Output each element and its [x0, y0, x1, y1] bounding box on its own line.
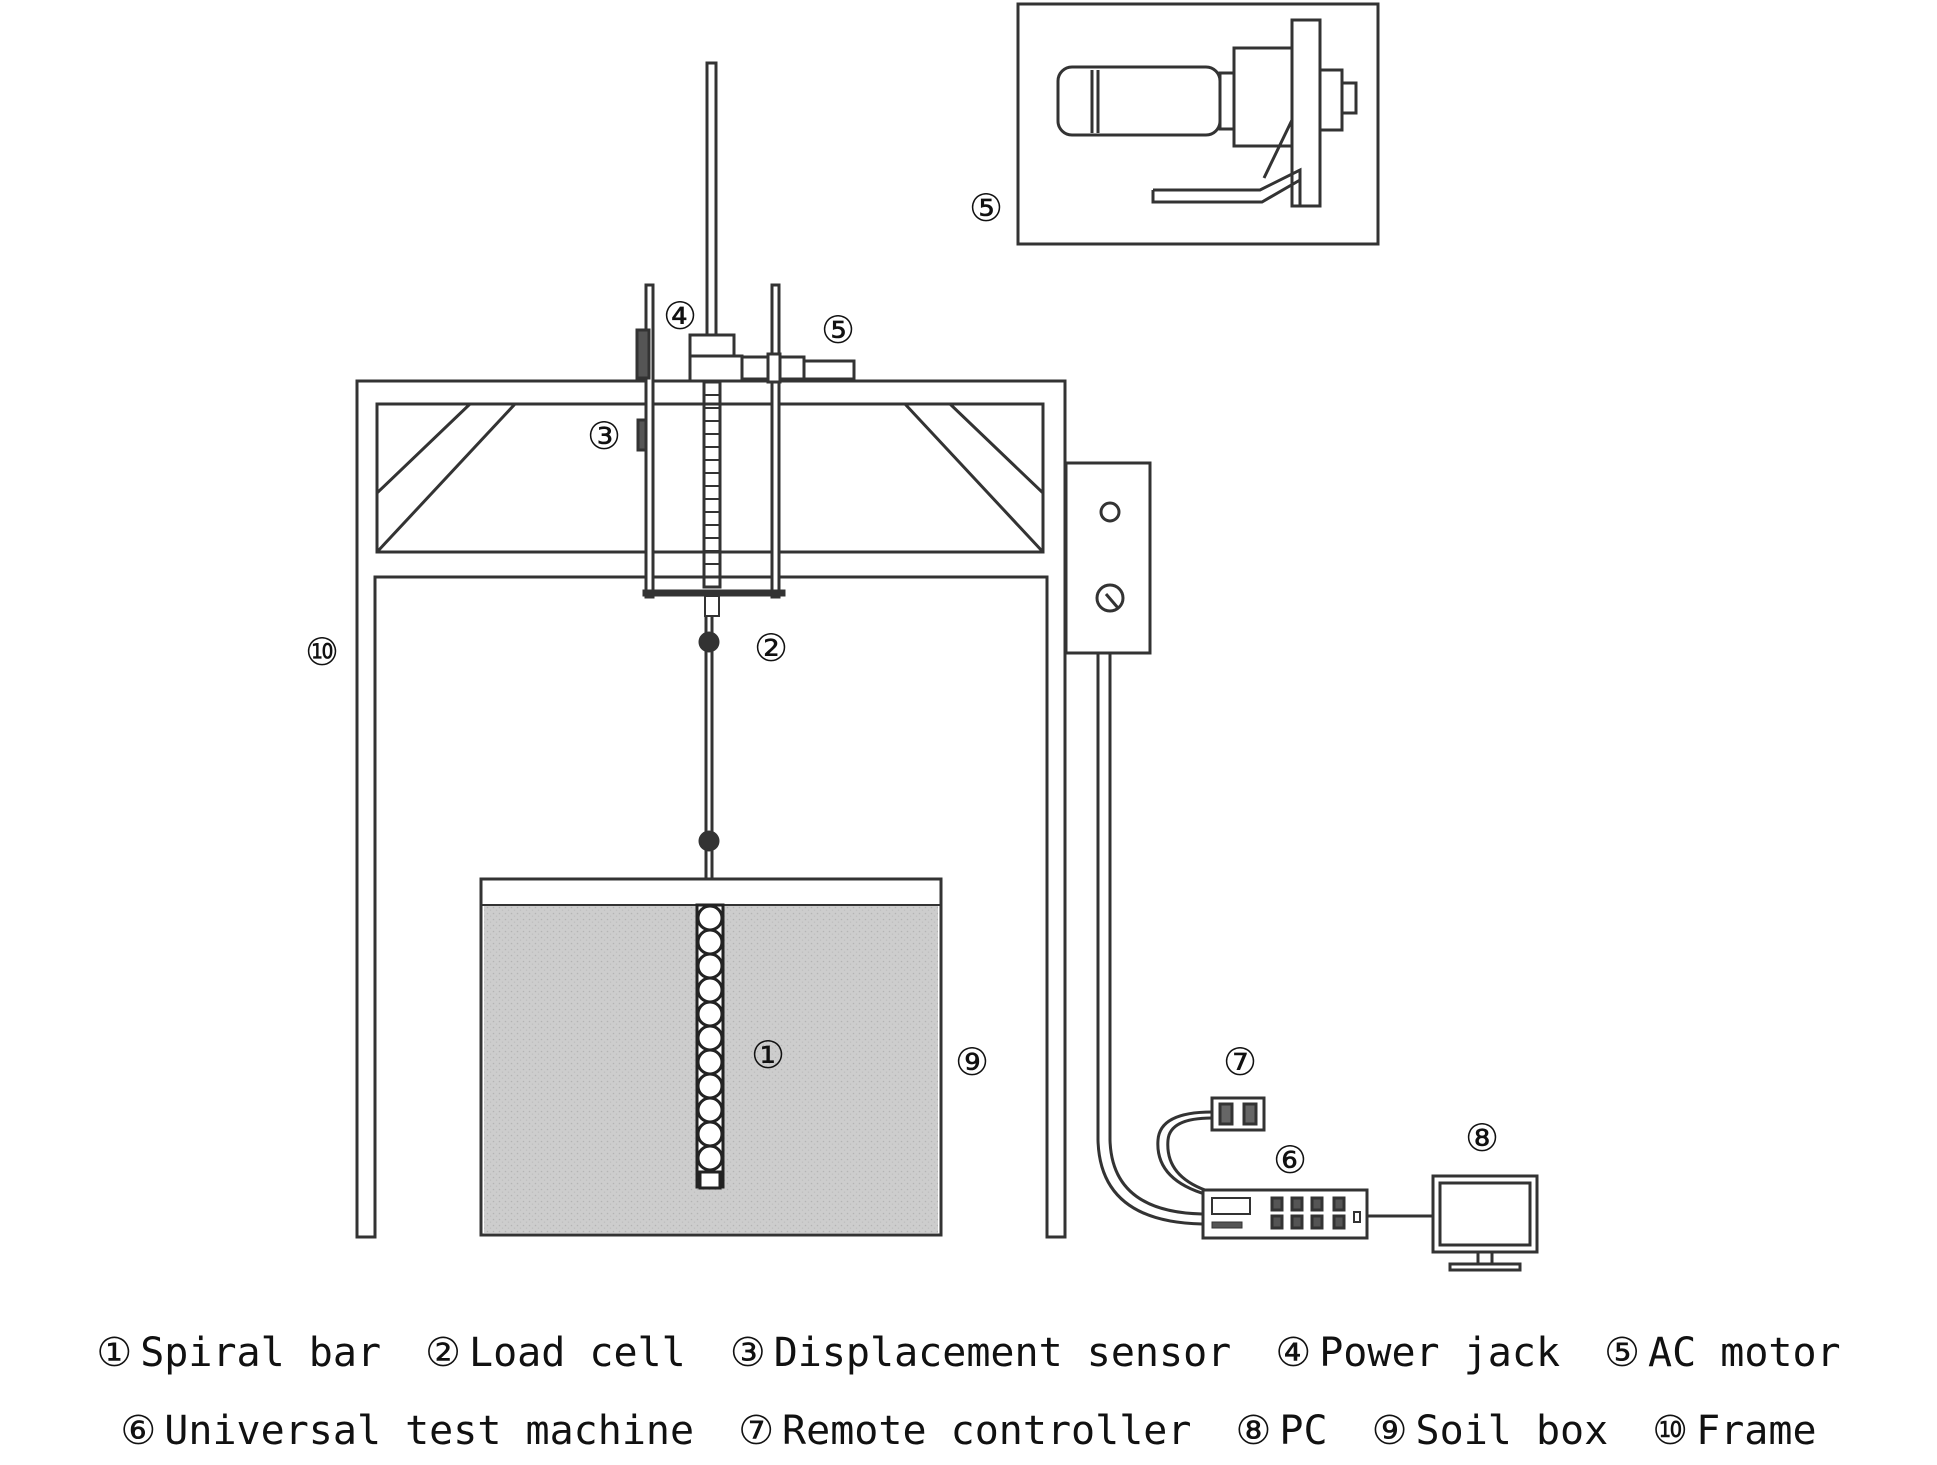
displacement-sensor — [635, 328, 651, 380]
motor-inset — [1016, 2, 1380, 246]
callout-spiral-bar: ① — [751, 1033, 785, 1077]
pc-monitor — [1431, 1174, 1539, 1272]
load-cell-rod — [698, 616, 720, 905]
spiral-bar — [695, 903, 725, 1190]
jack-rod — [705, 61, 718, 345]
frame — [355, 379, 1067, 1239]
frame-outline — [355, 379, 1067, 1239]
callout-soil-box: ⑨ — [955, 1040, 989, 1084]
frame-inner-window — [375, 402, 1045, 554]
callout-remote-controller: ⑦ — [1223, 1040, 1257, 1084]
bottom-plate — [642, 589, 786, 617]
screw-threads — [704, 394, 720, 578]
callout-universal-test-machine: ⑥ — [1273, 1138, 1307, 1182]
guide-post-right — [770, 283, 781, 599]
callout-displacement-sensor: ③ — [587, 414, 621, 458]
screw-shaft — [702, 380, 722, 589]
remote-controller — [1210, 1096, 1266, 1132]
callout-ac-motor: ⑤ — [821, 308, 855, 352]
universal-test-machine — [1201, 1188, 1369, 1240]
callout-power-jack: ④ — [663, 294, 697, 338]
coupler — [698, 830, 720, 852]
callouts: ① ② ③ ④ ⑤ ⑤ ⑥ ⑦ ⑧ ⑨ ⑩ — [305, 186, 1499, 1182]
cables — [1096, 653, 1433, 1226]
indicator-light — [1099, 501, 1121, 523]
power-jack-assembly — [635, 61, 856, 599]
callout-ac-motor-inset: ⑤ — [969, 186, 1003, 230]
callout-frame: ⑩ — [305, 630, 339, 674]
ac-motor-small — [802, 359, 856, 381]
callout-load-cell: ② — [754, 626, 788, 670]
right-brace — [946, 402, 1045, 497]
left-brace — [375, 402, 474, 497]
callout-pc: ⑧ — [1465, 1116, 1499, 1160]
control-box — [1064, 461, 1152, 655]
load-cell — [698, 631, 720, 653]
